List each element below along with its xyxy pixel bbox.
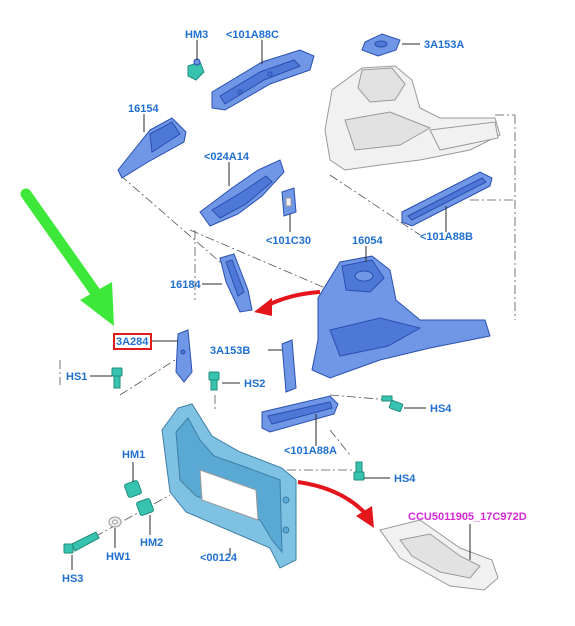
part-16184[interactable] [219,253,253,313]
fastener-hs1[interactable] [111,367,123,389]
label-hs1[interactable]: HS1 [66,371,87,383]
red-curved-arrow-icon-lower [297,480,374,528]
label-hs4-lower[interactable]: HS4 [394,473,416,485]
part-101a88c[interactable] [211,49,315,111]
label-16154[interactable]: 16154 [128,103,159,115]
fastener-hw1[interactable] [108,516,122,528]
part-16154[interactable] [117,117,187,179]
phantom-lines [59,114,516,546]
label-hm3[interactable]: HM3 [185,29,208,41]
label-hs4-upper[interactable]: HS4 [430,403,452,415]
label-hm2[interactable]: HM2 [140,537,163,549]
label-hw1[interactable]: HW1 [106,551,130,563]
label-ccu5011905[interactable]: CCU5011905_17C972D [408,511,527,523]
label-101c30[interactable]: <101C30 [266,235,311,247]
red-curved-arrow-icon-upper [254,290,321,316]
part-ghost-apron [324,65,501,171]
part-labels: HM3 <101A88C 3A153A 16154 <024A14 <101C3… [62,29,527,585]
label-hs2[interactable]: HS2 [244,378,265,390]
leader-lines [71,40,471,570]
label-00124[interactable]: <00124 [200,552,238,564]
part-ccu-ghost [379,519,499,591]
label-16184[interactable]: 16184 [170,279,201,291]
fastener-hm3[interactable] [187,58,205,81]
fastener-hm1[interactable] [124,480,142,498]
part-101c30[interactable] [281,187,297,217]
part-00124[interactable] [161,403,297,569]
label-hm1[interactable]: HM1 [122,449,145,461]
part-3a284[interactable] [175,329,193,383]
fastener-hs2[interactable] [208,371,220,391]
fastener-hs3[interactable] [63,531,100,554]
label-3a153b[interactable]: 3A153B [210,345,250,357]
fastener-hs4-upper[interactable] [381,395,404,413]
label-16054[interactable]: 16054 [352,235,383,247]
label-3a153a[interactable]: 3A153A [424,39,464,51]
label-101a88c[interactable]: <101A88C [226,29,279,41]
part-16054[interactable] [311,255,491,379]
part-101a88b[interactable] [401,171,493,227]
label-101a88b[interactable]: <101A88B [420,231,473,243]
fastener-hs4-lower[interactable] [353,461,365,481]
highlight-box-3a284 [113,333,152,350]
green-arrow-icon [20,188,114,326]
fastener-hm2[interactable] [136,498,154,516]
part-3a153b[interactable] [281,339,297,393]
label-3a284[interactable]: 3A284 [116,336,149,348]
label-101a88a[interactable]: <101A88A [284,445,337,457]
part-024a14[interactable] [199,159,285,227]
label-hs3[interactable]: HS3 [62,573,83,585]
part-3a153a[interactable] [361,33,401,57]
part-101a88a[interactable] [261,395,339,433]
label-024a14[interactable]: <024A14 [204,151,250,163]
